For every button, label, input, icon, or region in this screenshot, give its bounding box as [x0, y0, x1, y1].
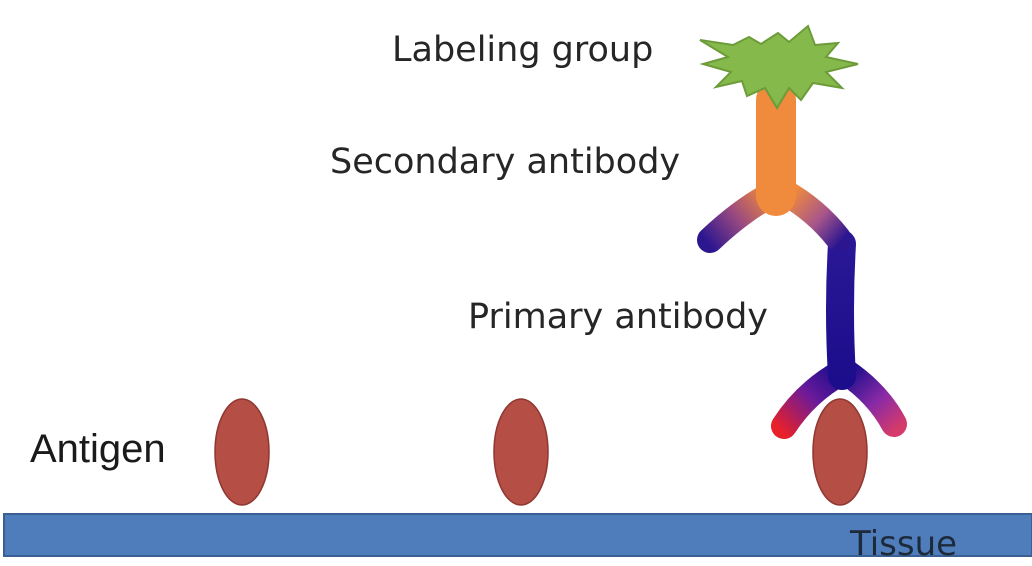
- antigen-3: [812, 398, 868, 506]
- antigen-1: [214, 398, 270, 506]
- labeling-group: [699, 24, 859, 110]
- tissue-layer: [3, 513, 1032, 557]
- labeling-group-label: Labeling group: [392, 30, 654, 70]
- primary-antibody-label: Primary antibody: [468, 297, 769, 337]
- antigen-2: [493, 398, 549, 506]
- antigen-label: Antigen: [30, 427, 166, 471]
- tissue-label: Tissue: [850, 524, 958, 564]
- secondary-antibody-label: Secondary antibody: [330, 142, 681, 182]
- secondary-antibody: [697, 80, 851, 253]
- primary-antibody-stem: [826, 230, 856, 390]
- primary-antibody: [771, 230, 907, 439]
